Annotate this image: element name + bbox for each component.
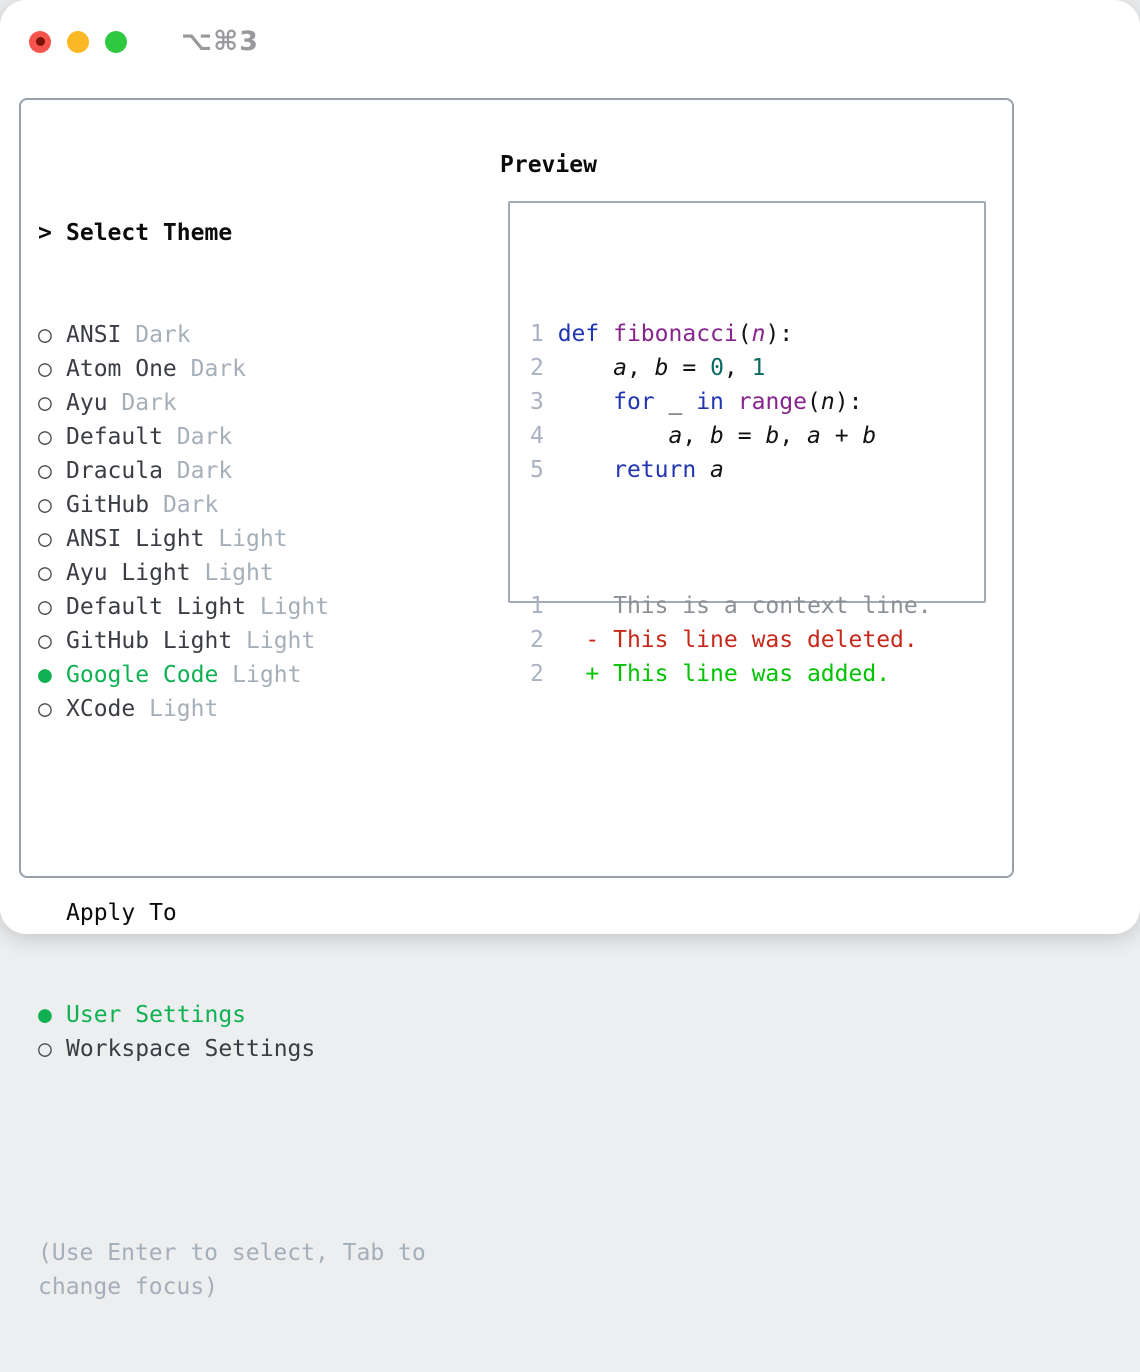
theme-option-google-code[interactable]: ●Google Code Light bbox=[38, 658, 440, 692]
radio-empty-icon: ○ bbox=[38, 352, 66, 386]
apply-option-user-settings[interactable]: ●User Settings bbox=[38, 998, 440, 1032]
theme-picker-panel: >Select Theme ○ANSI Dark○Atom One Dark○A… bbox=[19, 98, 1014, 878]
select-theme-title: Select Theme bbox=[66, 216, 232, 250]
code-line: 5 return a bbox=[530, 453, 984, 487]
theme-option-ansi-light[interactable]: ○ANSI Light Light bbox=[38, 522, 440, 556]
radio-empty-icon: ○ bbox=[38, 522, 66, 556]
diff-line-deleted: 2 - This line was deleted. bbox=[530, 623, 984, 657]
theme-variant: Light bbox=[218, 658, 301, 692]
diff-line-context: 1 This is a context line. bbox=[530, 589, 984, 623]
theme-option-default[interactable]: ○Default Dark bbox=[38, 420, 440, 454]
theme-variant: Dark bbox=[108, 386, 177, 420]
diff-lines: 1 This is a context line.2 - This line w… bbox=[530, 589, 984, 691]
theme-list: >Select Theme ○ANSI Dark○Atom One Dark○A… bbox=[38, 148, 440, 1372]
radio-empty-icon: ○ bbox=[38, 420, 66, 454]
code-line: 4 a, b = b, a + b bbox=[530, 419, 984, 453]
radio-selected-icon: ● bbox=[38, 998, 66, 1032]
apply-to-title: Apply To bbox=[66, 896, 177, 930]
theme-option-ansi[interactable]: ○ANSI Dark bbox=[38, 318, 440, 352]
theme-name: ANSI bbox=[66, 318, 121, 352]
radio-empty-icon: ○ bbox=[38, 488, 66, 522]
radio-selected-icon: ● bbox=[38, 658, 66, 692]
theme-name: Ayu bbox=[66, 386, 108, 420]
theme-option-atom-one[interactable]: ○Atom One Dark bbox=[38, 352, 440, 386]
theme-option-ayu[interactable]: ○Ayu Dark bbox=[38, 386, 440, 420]
theme-option-ayu-light[interactable]: ○Ayu Light Light bbox=[38, 556, 440, 590]
apply-to-header: Apply To bbox=[38, 896, 440, 930]
theme-variant: Light bbox=[135, 692, 218, 726]
theme-option-default-light[interactable]: ○Default Light Light bbox=[38, 590, 440, 624]
titlebar: ⌥⌘3 bbox=[29, 26, 259, 57]
code-line: 2 a, b = 0, 1 bbox=[530, 351, 984, 385]
theme-name: Default Light bbox=[66, 590, 246, 624]
apply-to-options: ●User Settings○Workspace Settings bbox=[38, 998, 440, 1066]
theme-name: Default bbox=[66, 420, 163, 454]
apply-option-label: User Settings bbox=[66, 998, 246, 1032]
theme-option-github-light[interactable]: ○GitHub Light Light bbox=[38, 624, 440, 658]
select-theme-header: >Select Theme bbox=[38, 216, 440, 250]
theme-variant: Dark bbox=[163, 420, 232, 454]
apply-option-label: Workspace Settings bbox=[66, 1032, 315, 1066]
app-window: ⌥⌘3 >Select Theme ○ANSI Dark○Atom One Da… bbox=[0, 0, 1140, 934]
window-title: ⌥⌘3 bbox=[181, 26, 259, 57]
theme-name: GitHub bbox=[66, 488, 149, 522]
help-text: (Use Enter to select, Tab to change focu… bbox=[38, 1236, 440, 1304]
apply-option-workspace-settings[interactable]: ○Workspace Settings bbox=[38, 1032, 440, 1066]
theme-variant: Light bbox=[232, 624, 315, 658]
radio-empty-icon: ○ bbox=[38, 318, 66, 352]
radio-empty-icon: ○ bbox=[38, 454, 66, 488]
radio-empty-icon: ○ bbox=[38, 1032, 66, 1066]
code-line: 3 for _ in range(n): bbox=[530, 385, 984, 419]
preview-title: Preview bbox=[500, 148, 597, 182]
theme-name: Atom One bbox=[66, 352, 177, 386]
theme-variant: Dark bbox=[163, 454, 232, 488]
close-button[interactable] bbox=[29, 31, 51, 53]
radio-empty-icon: ○ bbox=[38, 624, 66, 658]
theme-name: Dracula bbox=[66, 454, 163, 488]
radio-empty-icon: ○ bbox=[38, 556, 66, 590]
diff-line-added: 2 + This line was added. bbox=[530, 657, 984, 691]
theme-name: ANSI Light bbox=[66, 522, 204, 556]
radio-empty-icon: ○ bbox=[38, 590, 66, 624]
zoom-button[interactable] bbox=[105, 31, 127, 53]
code-line: 1 def fibonacci(n): bbox=[530, 317, 984, 351]
theme-variant: Dark bbox=[121, 318, 190, 352]
theme-name: XCode bbox=[66, 692, 135, 726]
theme-name: Ayu Light bbox=[66, 556, 191, 590]
cursor-icon: > bbox=[38, 216, 66, 250]
theme-variant: Light bbox=[246, 590, 329, 624]
theme-variant: Light bbox=[191, 556, 274, 590]
theme-items: ○ANSI Dark○Atom One Dark○Ayu Dark○Defaul… bbox=[38, 318, 440, 726]
theme-variant: Light bbox=[204, 522, 287, 556]
theme-option-dracula[interactable]: ○Dracula Dark bbox=[38, 454, 440, 488]
theme-variant: Dark bbox=[177, 352, 246, 386]
radio-empty-icon: ○ bbox=[38, 386, 66, 420]
theme-name: Google Code bbox=[66, 658, 218, 692]
theme-variant: Dark bbox=[149, 488, 218, 522]
theme-option-xcode[interactable]: ○XCode Light bbox=[38, 692, 440, 726]
theme-name: GitHub Light bbox=[66, 624, 232, 658]
close-dot-icon bbox=[36, 37, 45, 46]
theme-option-github[interactable]: ○GitHub Dark bbox=[38, 488, 440, 522]
radio-empty-icon: ○ bbox=[38, 692, 66, 726]
minimize-button[interactable] bbox=[67, 31, 89, 53]
